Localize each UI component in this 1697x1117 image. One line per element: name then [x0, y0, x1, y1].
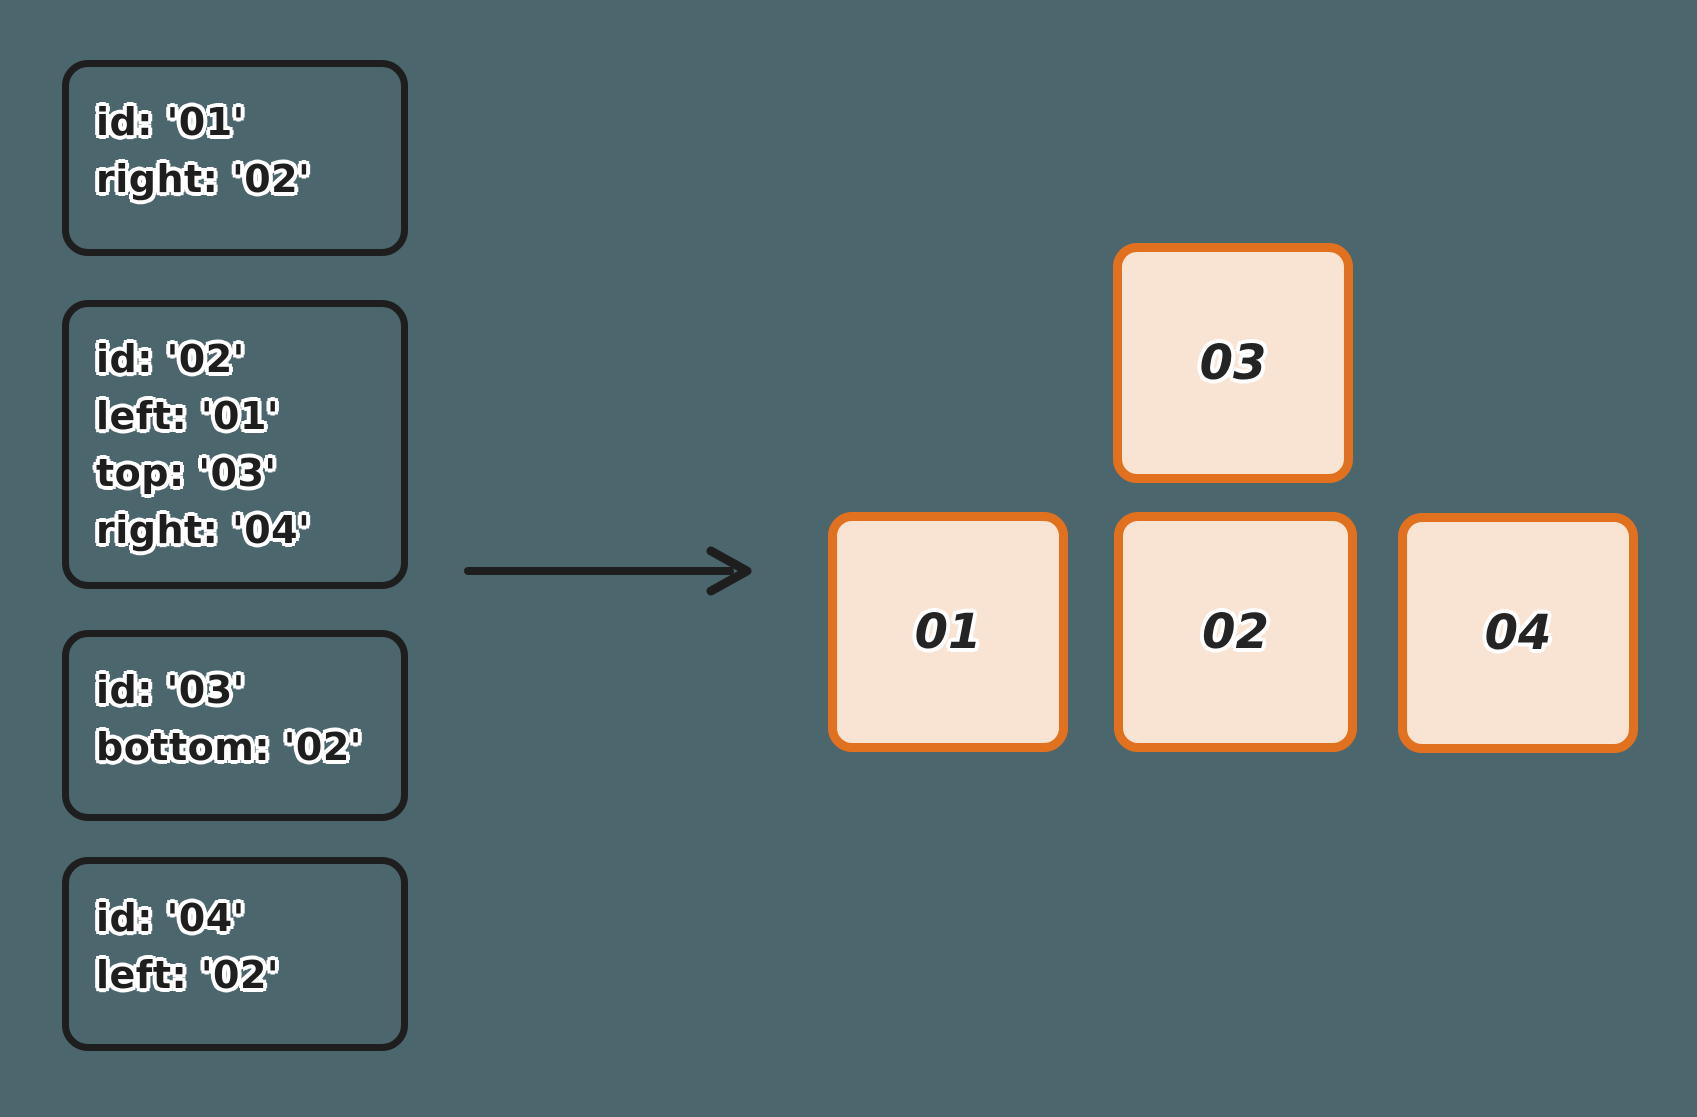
definition-line: top: '03'	[96, 450, 277, 495]
layout-node-03: 03	[1113, 243, 1353, 483]
definition-line: id: '02'	[96, 336, 245, 381]
right-arrow-icon	[464, 546, 752, 596]
definition-line: left: '01'	[96, 393, 280, 438]
definition-line: left: '02'	[96, 953, 280, 997]
node-label: 03	[1199, 335, 1267, 391]
node-label: 01	[914, 604, 982, 660]
layout-node-01: 01	[828, 512, 1068, 752]
node-label: 02	[1202, 604, 1269, 660]
definition-box-01: id: '01' right: '02'	[62, 60, 408, 256]
definition-line: right: '04'	[96, 507, 311, 552]
node-label: 04	[1484, 605, 1552, 661]
layout-node-02: 02	[1114, 512, 1357, 752]
layout-node-04: 04	[1398, 513, 1638, 753]
definition-box-04: id: '04' left: '02'	[62, 857, 408, 1051]
definition-line: id: '04'	[96, 896, 245, 940]
definition-line: id: '03'	[96, 667, 245, 712]
definition-box-02: id: '02' left: '01' top: '03' right: '04…	[62, 300, 408, 589]
definition-line: id: '01'	[96, 100, 245, 144]
definition-box-03: id: '03' bottom: '02'	[62, 630, 408, 821]
definition-line: bottom: '02'	[96, 724, 362, 769]
definition-line: right: '02'	[96, 157, 311, 201]
